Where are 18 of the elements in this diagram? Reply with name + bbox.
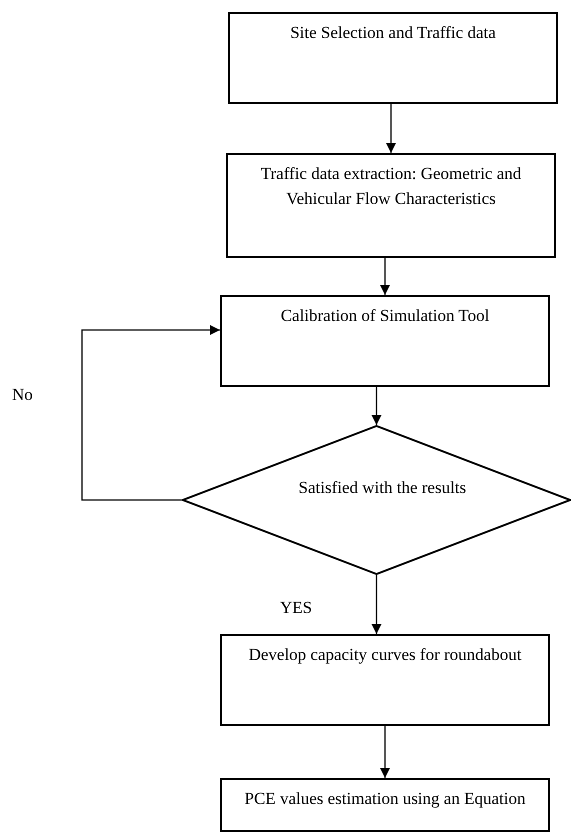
arrow — [372, 387, 382, 425]
arrow — [380, 258, 390, 295]
decision-diamond — [182, 425, 571, 575]
arrow — [386, 104, 396, 153]
node-text: Traffic data extraction: Geometric and Vehicular Flow Characteristics — [260, 163, 522, 210]
node-text: Satisfied with the results — [298, 477, 468, 499]
arrow — [372, 575, 382, 634]
arrow — [81, 325, 220, 501]
node-text: Develop capacity curves for roundabout — [248, 644, 522, 666]
node-text: Calibration of Simulation Tool — [280, 305, 490, 327]
node-text: Site Selection and Traffic data — [289, 22, 497, 44]
node-text: PCE values estimation using an Equation — [244, 788, 526, 810]
process-box — [220, 634, 550, 726]
process-box — [228, 12, 558, 104]
process-box — [220, 778, 550, 832]
process-box — [220, 295, 550, 387]
arrow — [380, 726, 390, 778]
process-box — [226, 153, 556, 258]
